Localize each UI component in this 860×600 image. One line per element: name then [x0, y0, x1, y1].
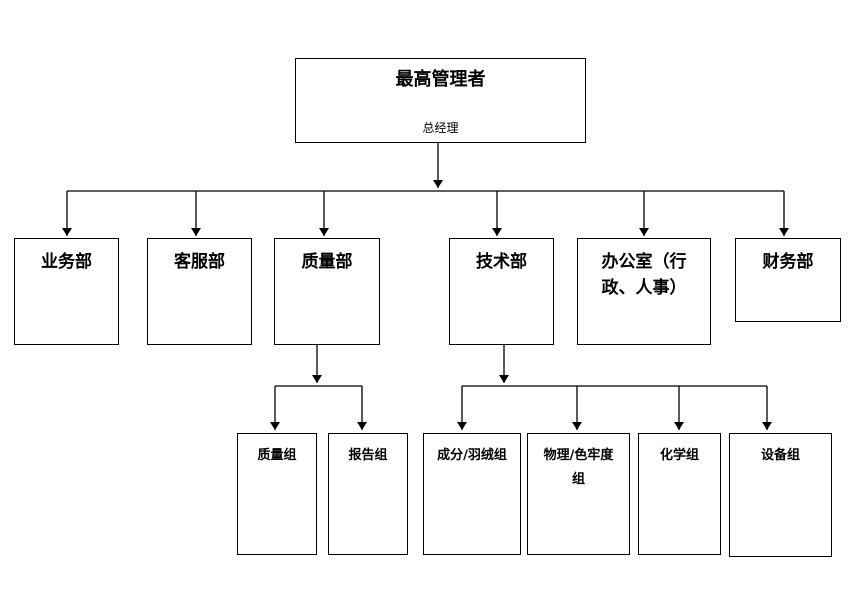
department-customer-service-box: 客服部 — [147, 238, 252, 345]
department-office-box: 办公室（行政、人事） — [577, 238, 711, 345]
physics-colorfastness-group-label: 物理/色牢度组 — [543, 448, 614, 487]
department-quality-label: 质量部 — [301, 252, 353, 272]
department-technical-label: 技术部 — [476, 252, 527, 272]
department-quality-box: 质量部 — [274, 238, 380, 345]
equipment-group-box: 设备组 — [729, 433, 832, 557]
quality-group-label: 质量组 — [257, 448, 297, 463]
top-management-box: 最高管理者 总经理 — [295, 58, 586, 143]
equipment-group-label: 设备组 — [760, 448, 800, 463]
department-customer-service-label: 客服部 — [174, 252, 225, 272]
top-management-title: 最高管理者 — [395, 69, 486, 90]
quality-group-box: 质量组 — [237, 433, 317, 555]
report-group-box: 报告组 — [328, 433, 408, 555]
report-group-label: 报告组 — [348, 448, 388, 463]
department-business-box: 业务部 — [14, 238, 119, 345]
composition-down-group-label: 成分/羽绒组 — [437, 448, 507, 463]
chemistry-group-label: 化学组 — [659, 448, 699, 463]
department-finance-box: 财务部 — [735, 238, 841, 322]
chemistry-group-box: 化学组 — [638, 433, 721, 555]
department-finance-label: 财务部 — [762, 252, 814, 272]
physics-colorfastness-group-box: 物理/色牢度组 — [527, 433, 630, 555]
department-office-label: 办公室（行政、人事） — [601, 252, 687, 298]
composition-down-group-box: 成分/羽绒组 — [423, 433, 521, 555]
department-business-label: 业务部 — [41, 252, 92, 272]
top-management-subtitle: 总经理 — [422, 121, 459, 135]
department-technical-box: 技术部 — [449, 238, 554, 345]
